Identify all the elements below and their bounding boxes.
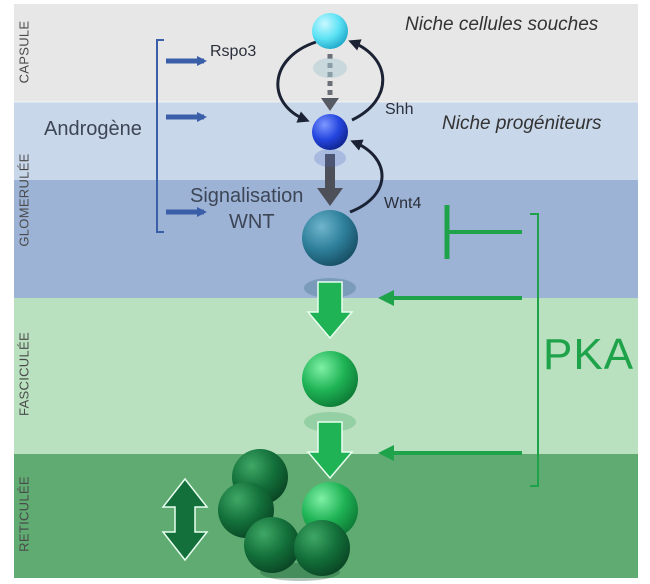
androgen-bracket [156, 39, 164, 233]
reticularis-cell [244, 517, 300, 573]
niche-progenitor-label: Niche progéniteurs [442, 113, 602, 134]
lineage-arrow-head [317, 188, 343, 206]
glomerulosa-cell [302, 210, 358, 266]
progenitor-cell [312, 114, 348, 150]
wnt-signaling-label-line1: Signalisation [190, 185, 304, 207]
stem-cell [312, 13, 348, 49]
pka-reticulee-arrow-head [378, 445, 394, 461]
rspo3-label: Rspo3 [210, 43, 257, 60]
wnt4-label: Wnt4 [384, 195, 422, 212]
androgen-label: Androgène [44, 118, 142, 140]
progenitor-reflection [314, 149, 346, 167]
fasciculata-cell [302, 351, 358, 407]
pka-label: PKA [543, 330, 635, 379]
dotted-arrow-head [321, 98, 339, 111]
pka-fasciculee-arrow-head [378, 290, 394, 306]
shh-label: Shh [385, 101, 414, 118]
stem-cell-reflection [313, 58, 347, 78]
wnt4-curved-arrow [349, 139, 384, 214]
curved-arrow-left [276, 40, 317, 123]
niche-stem-label: Niche cellules souches [405, 14, 599, 35]
reticularis-cell [294, 520, 350, 576]
shh-curved-arrow [348, 39, 385, 122]
lineage-arrow-shaft [325, 154, 335, 190]
wnt-signaling-label-line2: WNT [229, 211, 275, 233]
reticulee-down-arrow [306, 421, 354, 480]
fasciculee-down-arrow [306, 281, 354, 340]
double-headed-arrow [161, 477, 209, 562]
pka-bracket [530, 213, 539, 487]
